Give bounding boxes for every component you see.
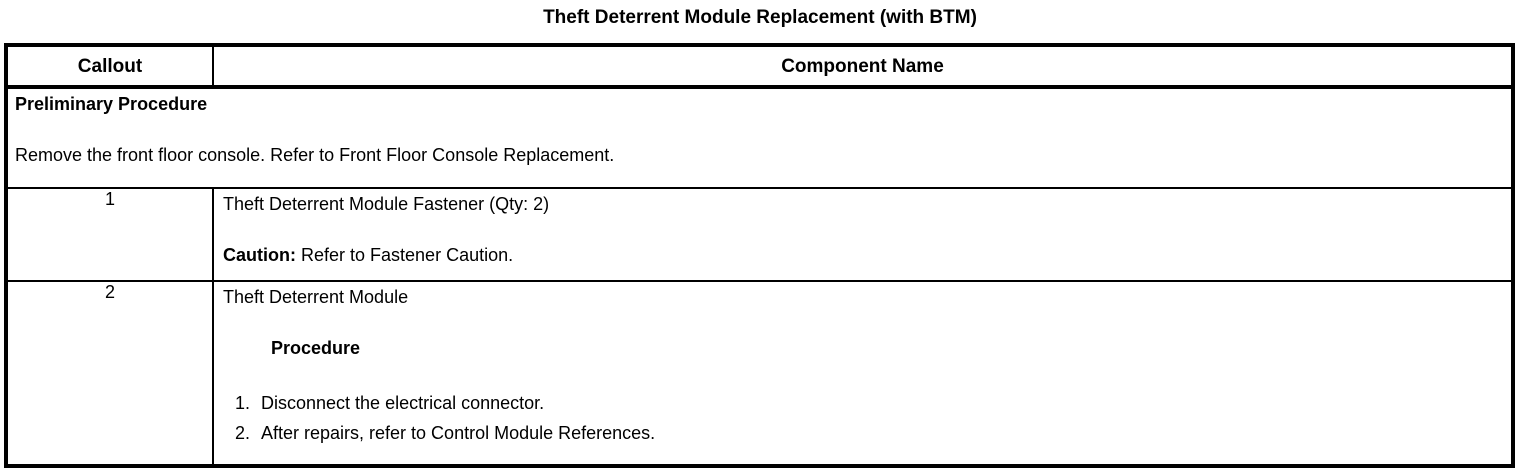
caution-note: Caution: Refer to Fastener Caution. [223,245,1502,266]
preliminary-procedure-text: Remove the front floor console. Refer to… [15,145,615,165]
procedure-step-2: 2. After repairs, refer to Control Modul… [235,423,1502,444]
page-title: Theft Deterrent Module Replacement (with… [543,7,977,28]
component-table: Callout Component Name Preliminary Proce… [4,43,1515,468]
procedure-step-1: 1. Disconnect the electrical connector. [235,393,1502,414]
table-row-1: 1 Theft Deterrent Module Fastener (Qty: … [5,187,1514,282]
header-component-name: Component Name [212,44,1514,89]
callout-number-2: 2 [5,280,214,467]
step-number: 1. [235,393,251,413]
table-header-row: Callout Component Name [5,44,1514,89]
step-text: Disconnect the electrical connector. [261,393,545,413]
preliminary-procedure-heading: Preliminary Procedure [15,94,208,114]
step-text: After repairs, refer to Control Module R… [261,423,656,443]
component-name-1: Theft Deterrent Module Fastener (Qty: 2) [223,194,550,214]
preliminary-procedure-cell: Preliminary Procedure Remove the front f… [5,86,1514,189]
caution-label: Caution: [223,245,296,265]
procedure-steps: 1. Disconnect the electrical connector. … [235,393,1502,444]
preliminary-procedure-row: Preliminary Procedure Remove the front f… [5,86,1514,189]
caution-text: Refer to Fastener Caution. [301,245,514,265]
procedure-heading: Procedure [271,338,361,358]
callout-number-1: 1 [5,187,214,282]
step-number: 2. [235,423,251,443]
table-row-2: 2 Theft Deterrent Module Procedure 1. Di… [5,280,1514,467]
component-cell-2: Theft Deterrent Module Procedure 1. Disc… [212,280,1514,467]
header-callout: Callout [5,44,214,89]
component-cell-1: Theft Deterrent Module Fastener (Qty: 2)… [212,187,1514,282]
component-name-2: Theft Deterrent Module [223,287,409,307]
